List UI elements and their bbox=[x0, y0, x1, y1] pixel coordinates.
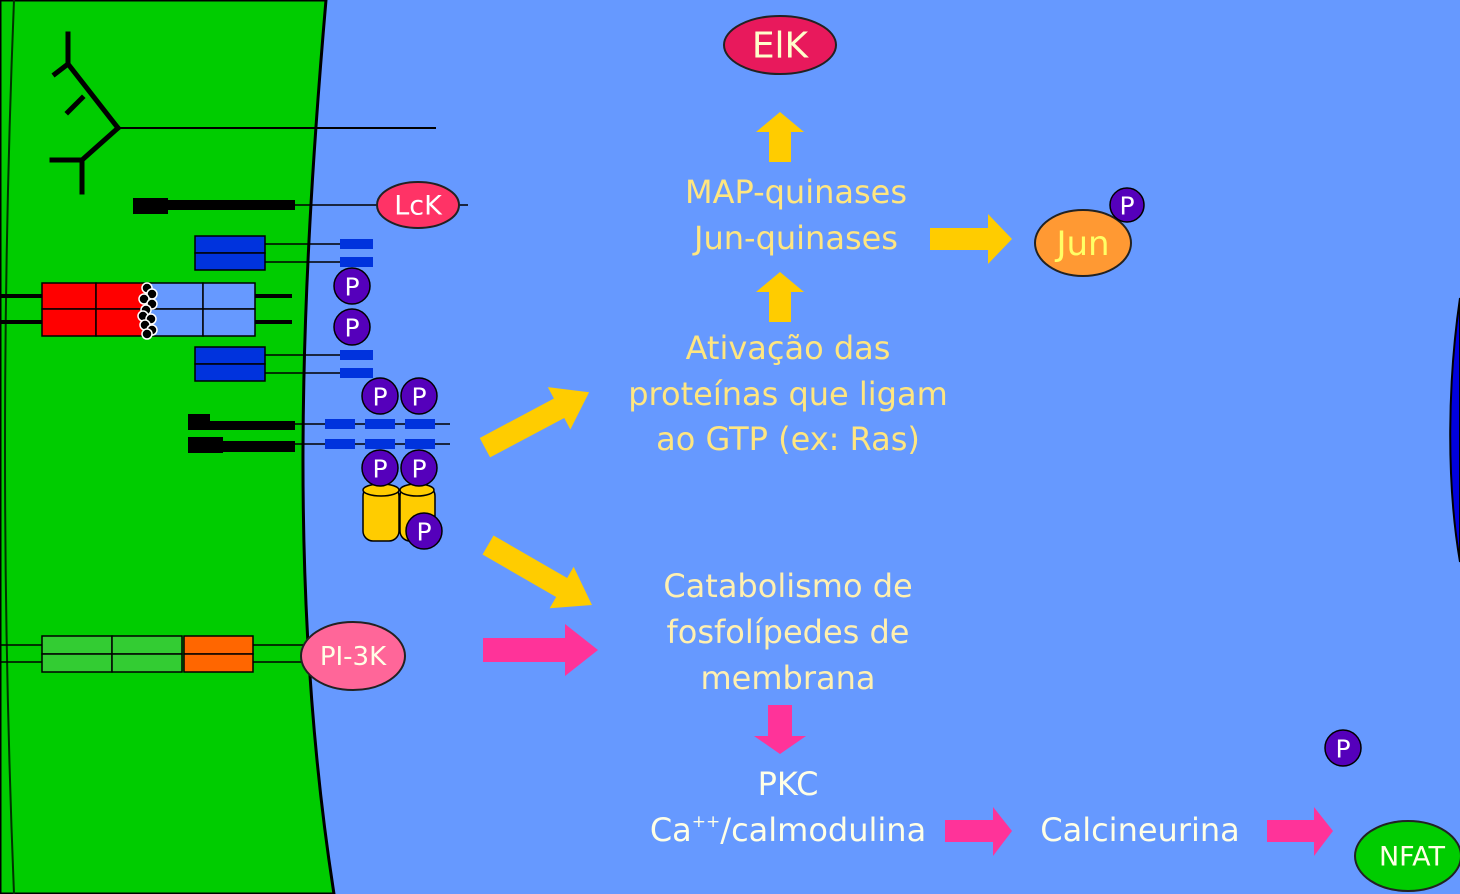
arrow-right-to-calcineurin bbox=[945, 807, 1012, 856]
pkc-label: PKC bbox=[758, 765, 819, 803]
nfat-ellipse bbox=[1354, 820, 1460, 892]
map-kinases-label: MAP-quinases bbox=[685, 173, 907, 211]
pi3k-label: PI-3K bbox=[320, 642, 387, 672]
phospho-label: P bbox=[416, 518, 431, 547]
left-cell-edge bbox=[4, 0, 15, 894]
nfat-label: NFAT bbox=[1379, 842, 1446, 873]
arrow-up-to-elk bbox=[756, 112, 804, 162]
nfat-node: NFAT bbox=[1354, 820, 1460, 892]
phospho-cd3-2: P bbox=[333, 308, 371, 346]
pi3k-ellipse bbox=[300, 621, 406, 691]
phospho-zeta-2: P bbox=[400, 377, 438, 415]
arrow-up-to-kinases bbox=[756, 272, 804, 322]
arrow-diagonal-to-gtp bbox=[479, 387, 590, 458]
phospho-zap70: P bbox=[405, 512, 443, 550]
zeta-chains bbox=[188, 414, 450, 453]
antibody-receptor bbox=[49, 31, 436, 195]
phospho-nfat: P bbox=[1324, 729, 1362, 767]
phospho-cd3-1: P bbox=[333, 267, 371, 305]
phospho-label: P bbox=[372, 383, 387, 412]
arrow-down-to-pkc bbox=[754, 705, 806, 754]
phospho-jun: P bbox=[1109, 187, 1145, 223]
gtp-activation-line3: ao GTP (ex: Ras) bbox=[656, 420, 920, 458]
phospho-label: P bbox=[344, 314, 359, 343]
arrow-diagonal-to-phospholipids bbox=[482, 535, 592, 609]
right-cell-edge bbox=[1449, 297, 1460, 563]
phospho-zeta-1: P bbox=[361, 377, 399, 415]
gtp-activation-line2: proteínas que ligam bbox=[628, 375, 948, 413]
calcium-calmodulin-label: Ca++/calmodulina bbox=[650, 811, 926, 849]
pi3k-node: PI-3K bbox=[300, 621, 406, 691]
elk-label: ElK bbox=[752, 26, 810, 67]
phospho-label: P bbox=[344, 273, 359, 302]
jun-ellipse bbox=[1034, 209, 1132, 277]
lck-node: LcK bbox=[376, 181, 460, 229]
phospho-label: P bbox=[1119, 192, 1134, 221]
calcineurin-label: Calcineurina bbox=[1040, 811, 1240, 849]
calmodulin-text: /calmodulina bbox=[720, 811, 926, 849]
disulfide-dots bbox=[137, 282, 158, 340]
calcium-charge: ++ bbox=[692, 812, 721, 832]
arrow-right-to-jun bbox=[930, 214, 1012, 264]
gtp-activation-line1: Ativação das bbox=[686, 329, 891, 367]
tcr-receptor bbox=[0, 282, 292, 340]
phospho-zeta-4: P bbox=[400, 449, 438, 487]
phospholipid-line2: fosfolípedes de bbox=[667, 613, 910, 651]
phospholipid-line3: membrana bbox=[701, 659, 876, 697]
lck-anchor-bar bbox=[133, 198, 468, 214]
arrow-right-to-nfat bbox=[1267, 807, 1333, 856]
cd3-chain-lower bbox=[194, 346, 373, 382]
phospho-label: P bbox=[1335, 735, 1350, 764]
calcium-base: Ca bbox=[650, 811, 692, 849]
jun-kinases-label: Jun-quinases bbox=[692, 219, 898, 257]
phospho-label: P bbox=[411, 383, 426, 412]
jun-node: Jun bbox=[1034, 209, 1132, 277]
elk-node: ElK bbox=[723, 15, 837, 75]
phospho-label: P bbox=[372, 455, 387, 484]
cd28-receptor bbox=[0, 635, 305, 673]
phospholipid-line1: Catabolismo de bbox=[663, 567, 912, 605]
lck-ellipse bbox=[376, 181, 460, 229]
elk-ellipse bbox=[723, 15, 837, 75]
jun-label: Jun bbox=[1054, 224, 1109, 264]
phospho-label: P bbox=[411, 455, 426, 484]
phospho-zeta-3: P bbox=[361, 449, 399, 487]
cd3-chain-upper bbox=[194, 235, 373, 271]
arrow-pi3k-to-phospholipids bbox=[483, 624, 598, 676]
lck-label: LcK bbox=[394, 191, 443, 222]
